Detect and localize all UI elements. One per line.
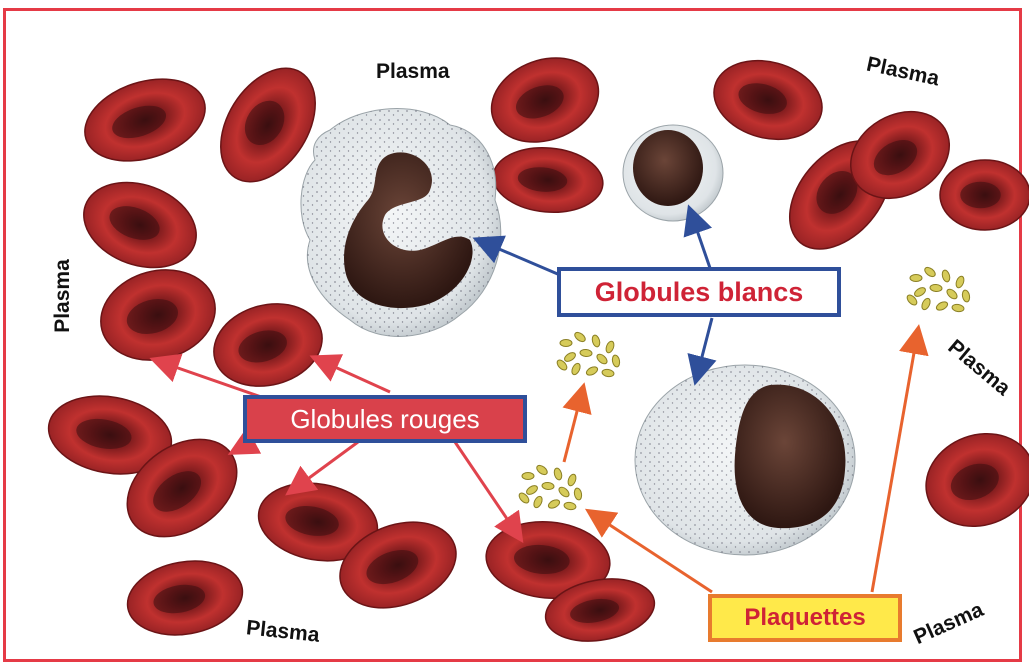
platelet	[961, 289, 970, 302]
platelet	[935, 300, 949, 312]
red-blood-cell	[122, 552, 249, 643]
platelet	[955, 275, 966, 289]
platelet	[591, 334, 601, 347]
red-blood-cell	[205, 292, 332, 398]
platelet	[542, 482, 555, 490]
white-blood-cell-monocyte	[635, 365, 855, 555]
platelet	[573, 331, 587, 344]
arrow-blancs-2	[690, 210, 710, 268]
platelet	[611, 354, 620, 367]
red-blood-cell	[705, 49, 831, 151]
arrow-rouges-5	[455, 442, 520, 538]
red-blood-cell	[74, 65, 215, 176]
platelet	[567, 473, 578, 487]
red-blood-cells	[42, 44, 1029, 649]
plasma-label-left: Plasma	[51, 259, 75, 333]
platelet	[595, 352, 609, 365]
platelet	[585, 365, 599, 377]
arrow-rouges-2	[315, 358, 390, 392]
platelet	[913, 286, 927, 298]
red-blood-cell	[490, 143, 605, 216]
platelet	[522, 473, 534, 480]
platelet-cluster	[517, 464, 582, 511]
platelet	[553, 467, 563, 480]
platelet	[547, 498, 561, 510]
platelet	[573, 487, 582, 500]
platelet	[560, 340, 572, 347]
globules-rouges-label: Globules rouges	[243, 395, 527, 443]
white-blood-cell-lymphocyte-small	[623, 125, 723, 221]
platelet	[557, 485, 571, 498]
platelet	[920, 297, 932, 311]
arrow-plaquettes-3	[872, 330, 918, 592]
red-blood-cell	[480, 44, 611, 157]
platelet	[605, 340, 616, 354]
platelet	[923, 266, 937, 279]
plasma-label-top: Plasma	[376, 60, 450, 84]
platelet	[563, 502, 576, 511]
platelet	[570, 362, 582, 376]
arrow-plaquettes-1	[564, 388, 583, 462]
red-blood-cell	[91, 257, 226, 372]
red-blood-cell	[913, 419, 1029, 541]
platelet	[941, 269, 951, 282]
red-blood-cell	[940, 160, 1029, 230]
platelet	[601, 369, 614, 378]
platelet	[945, 287, 959, 300]
red-blood-cell	[72, 168, 208, 283]
plaquettes-label: Plaquettes	[708, 594, 902, 642]
platelet	[930, 284, 943, 292]
platelet	[910, 275, 922, 282]
platelet	[525, 484, 539, 496]
platelet	[563, 351, 577, 363]
globules-blancs-label: Globules blancs	[557, 267, 841, 317]
platelet	[535, 464, 549, 477]
platelet-cluster	[555, 331, 620, 378]
white-blood-cell-neutrophil	[301, 109, 501, 337]
platelet	[580, 349, 593, 357]
platelet	[951, 304, 964, 313]
platelet-cluster	[905, 266, 970, 313]
platelet	[532, 495, 544, 509]
